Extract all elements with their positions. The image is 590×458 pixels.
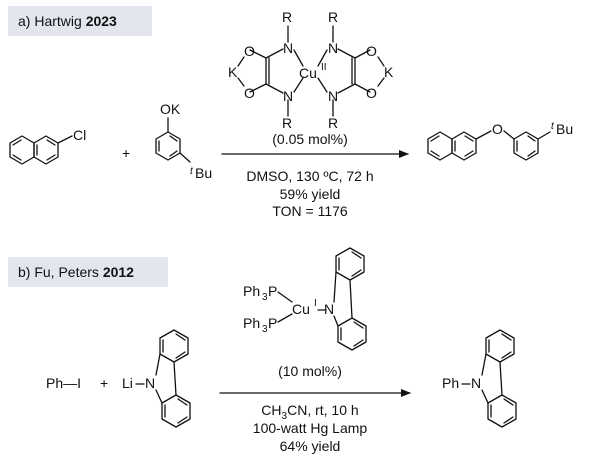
cat-k-right: K xyxy=(384,64,394,80)
cat-n-bottom-right: N xyxy=(328,88,338,104)
cu-oxalamide-catalyst xyxy=(237,25,385,117)
product-b-n-label: N xyxy=(471,375,481,391)
cu-carbazolide-catalyst xyxy=(277,247,367,351)
ph3p-upper-sub: 3 xyxy=(262,292,268,303)
cat-r-top-left: R xyxy=(282,9,292,25)
panel-b-phi: Ph—I xyxy=(46,375,81,391)
ph3p-upper-p: P xyxy=(268,283,277,299)
phenoxide-structure xyxy=(155,117,191,163)
panel-a-authors: a) Hartwig xyxy=(18,13,86,29)
lithium-carbazolide-structure xyxy=(155,329,191,428)
cat-b-n-label: N xyxy=(324,301,334,317)
cat-r-bottom-right: R xyxy=(328,115,338,131)
panel-a-cl-label: Cl xyxy=(73,127,86,143)
panel-a-ok-label: OK xyxy=(160,101,181,117)
panel-a-tbu-t: t xyxy=(190,166,194,177)
panel-b-solvent-ch: CH xyxy=(261,402,282,418)
panel-a-year: 2023 xyxy=(85,13,117,29)
ph3p-lower-ph: Ph xyxy=(243,315,260,331)
product-a-o-label: O xyxy=(492,121,503,137)
panel-a-yield: 59% yield xyxy=(279,186,341,202)
cat-o-top-right: O xyxy=(366,43,377,59)
cat-b-cu-label: Cu xyxy=(292,301,310,317)
panel-b-lamp: 100-watt Hg Lamp xyxy=(252,420,368,436)
product-a-tbu-t: t xyxy=(551,121,555,132)
cat-cu-oxidation: II xyxy=(321,62,327,73)
cat-b-cu-oxidation: I xyxy=(314,298,317,309)
cat-r-top-right: R xyxy=(328,9,338,25)
panel-b-authors: b) Fu, Peters xyxy=(18,264,103,280)
ph3p-lower-p: P xyxy=(268,315,277,331)
panel-b-solvent-sub: 3 xyxy=(281,410,288,422)
panel-a-conditions: DMSO, 130 ºC, 72 h xyxy=(246,168,374,184)
cat-o-top-left: O xyxy=(244,43,255,59)
panel-b-loading: (10 mol%) xyxy=(278,363,342,379)
ph3p-lower-sub: 3 xyxy=(262,324,268,335)
product-a-structure xyxy=(427,130,551,161)
panel-b-year: 2012 xyxy=(102,264,134,280)
panel-a-tbu-bu: Bu xyxy=(195,165,212,181)
cat-n-bottom-left: N xyxy=(283,88,293,104)
panel-a-label: a) Hartwig 2023 xyxy=(8,6,152,36)
cat-n-top-right: N xyxy=(328,40,338,56)
cat-r-bottom-left: R xyxy=(282,115,292,131)
panel-a-plus: + xyxy=(122,145,130,161)
cat-k-left: K xyxy=(228,64,238,80)
panel-b-yield: 64% yield xyxy=(279,438,341,454)
panel-b-li-label: Li xyxy=(122,375,133,391)
panel-a-ton: TON = 1176 xyxy=(272,203,348,219)
chloronaphthalene-structure xyxy=(9,135,73,165)
panel-b-solvent-rest: CN, rt, 10 h xyxy=(287,402,359,418)
cat-o-bottom-right: O xyxy=(366,85,377,101)
product-a-tbu-bu: Bu xyxy=(556,121,573,137)
cat-n-top-left: N xyxy=(283,40,293,56)
cat-o-bottom-left: O xyxy=(244,85,255,101)
cat-cu-label: Cu xyxy=(299,65,317,81)
panel-b-label: b) Fu, Peters 2012 xyxy=(8,257,168,287)
ph3p-upper-ph: Ph xyxy=(243,283,260,299)
panel-a-loading: (0.05 mol%) xyxy=(272,131,348,147)
product-b-ph-label: Ph xyxy=(442,375,459,391)
panel-b-solvent: CH3CN, rt, 10 h xyxy=(210,402,410,425)
panel-b-plus: + xyxy=(100,375,108,391)
product-b-structure xyxy=(481,329,517,428)
panel-b-li-n-label: N xyxy=(145,375,155,391)
